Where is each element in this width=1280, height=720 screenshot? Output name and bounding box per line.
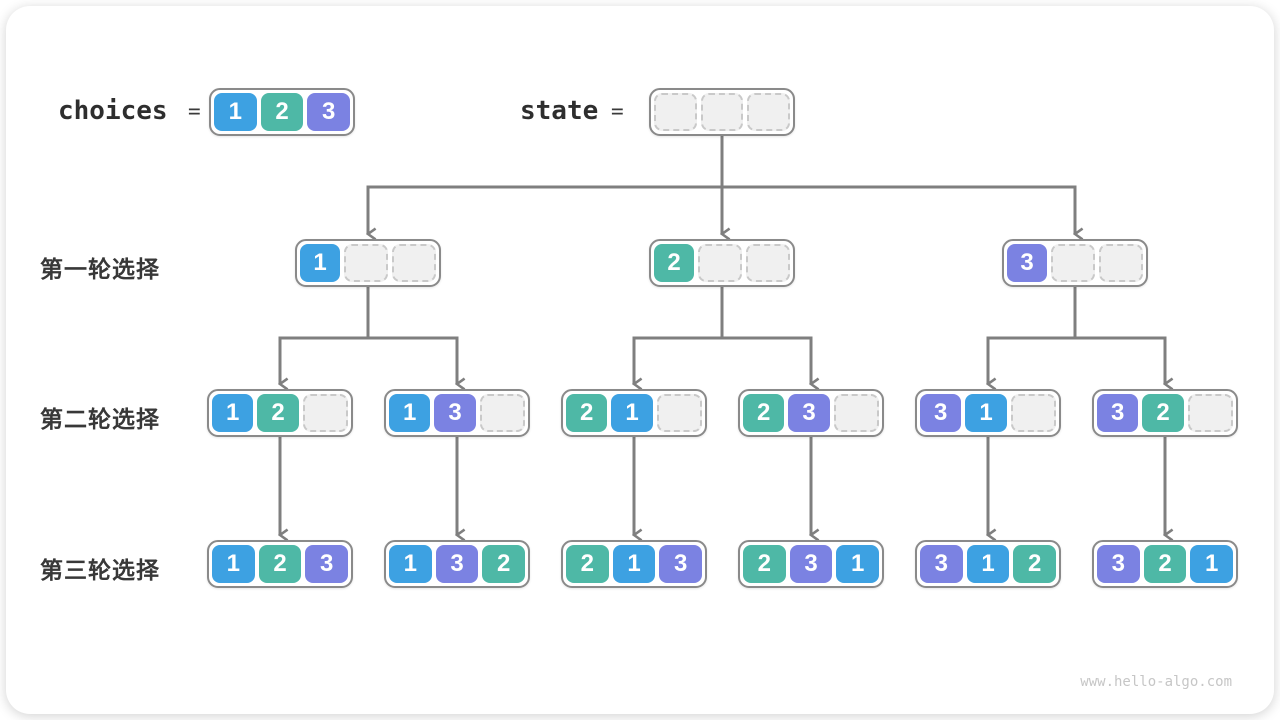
value-slot: 3 — [434, 394, 476, 432]
state-node-round1: 1 — [295, 239, 441, 287]
watermark: www.hello-algo.com — [1080, 674, 1232, 690]
value-slot: 1 — [965, 394, 1007, 432]
value-slot: 1 — [389, 394, 431, 432]
empty-slot — [654, 93, 697, 131]
empty-slot — [698, 244, 742, 282]
state-node-round1: 3 — [1002, 239, 1148, 287]
value-slot: 2 — [743, 394, 785, 432]
value-slot: 2 — [1142, 394, 1184, 432]
empty-slot — [344, 244, 388, 282]
empty-slot — [700, 93, 744, 131]
empty-slot — [746, 244, 790, 282]
value-slot: 3 — [788, 394, 830, 432]
value-slot: 3 — [1007, 244, 1047, 282]
empty-slot — [479, 394, 525, 432]
value-slot: 3 — [435, 545, 479, 583]
value-slot: 2 — [260, 93, 304, 131]
empty-slot — [1051, 244, 1095, 282]
value-slot: 1 — [611, 394, 653, 432]
value-slot: 3 — [789, 545, 833, 583]
value-slot: 3 — [920, 545, 963, 583]
value-slot: 3 — [1097, 394, 1139, 432]
value-slot: 1 — [214, 93, 257, 131]
value-slot: 1 — [389, 545, 432, 583]
value-slot: 3 — [305, 545, 349, 583]
value-slot: 1 — [212, 545, 255, 583]
value-slot: 1 — [836, 545, 880, 583]
value-slot: 3 — [1097, 545, 1140, 583]
value-slot: 2 — [482, 545, 526, 583]
round-2-label: 第二轮选择 — [40, 406, 160, 432]
round-1-label: 第一轮选择 — [40, 256, 160, 282]
value-slot: 2 — [654, 244, 694, 282]
choices-equals-sign: = — [188, 99, 201, 123]
value-slot: 2 — [566, 545, 609, 583]
empty-slot — [1187, 394, 1233, 432]
value-slot: 1 — [612, 545, 656, 583]
round-3-label: 第三轮选择 — [40, 557, 160, 583]
value-slot: 2 — [1143, 545, 1187, 583]
value-slot: 1 — [212, 394, 254, 432]
empty-slot — [302, 394, 348, 432]
empty-slot — [747, 93, 791, 131]
empty-slot — [1099, 244, 1143, 282]
empty-slot — [392, 244, 436, 282]
value-slot: 1 — [1190, 545, 1234, 583]
state-node-round1: 2 — [649, 239, 795, 287]
empty-slot — [833, 394, 879, 432]
value-slot: 3 — [307, 93, 351, 131]
choices-label: choices — [58, 96, 168, 126]
empty-slot — [1010, 394, 1056, 432]
state-equals-sign: = — [611, 99, 624, 123]
value-slot: 2 — [566, 394, 608, 432]
state-label: state — [520, 96, 599, 126]
value-slot: 1 — [300, 244, 340, 282]
value-slot: 3 — [920, 394, 962, 432]
value-slot: 1 — [966, 545, 1010, 583]
state-array — [649, 88, 795, 136]
empty-slot — [656, 394, 702, 432]
value-slot: 2 — [1013, 545, 1057, 583]
value-slot: 2 — [258, 545, 302, 583]
value-slot: 2 — [743, 545, 786, 583]
value-slot: 3 — [659, 545, 703, 583]
value-slot: 2 — [257, 394, 299, 432]
